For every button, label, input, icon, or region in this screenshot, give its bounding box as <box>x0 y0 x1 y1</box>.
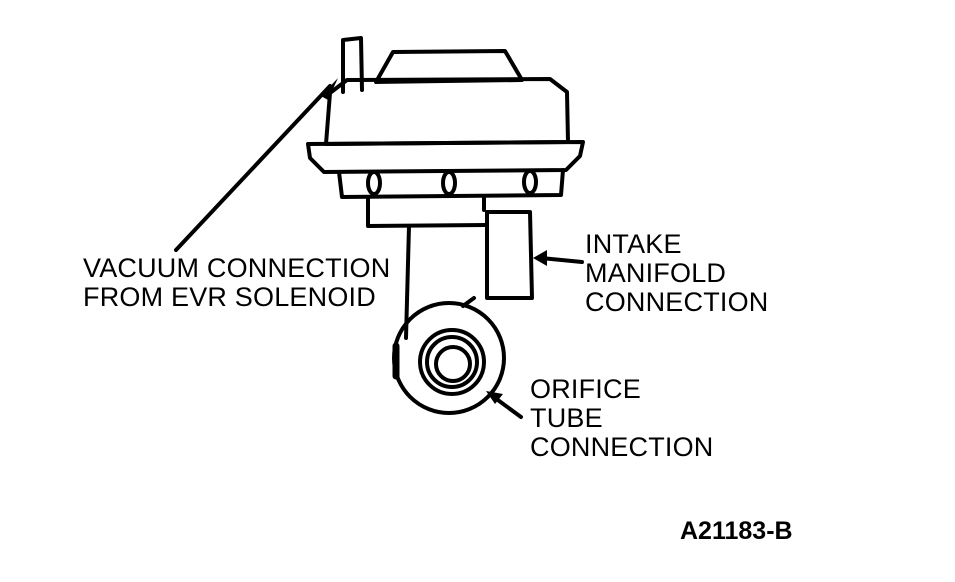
orifice-housing <box>392 301 506 415</box>
intake-port-block <box>485 210 534 300</box>
actuator-flange <box>306 140 585 174</box>
orifice-label-line-1: ORIFICE <box>530 374 641 404</box>
intake-label-line-3: CONNECTION <box>585 287 769 317</box>
orifice-ring-inner <box>434 345 472 383</box>
orifice-arrowhead <box>486 391 503 404</box>
intake-leader-line <box>539 256 584 264</box>
vacuum-connection-label: VACUUM CONNECTION FROM EVR SOLENOID <box>83 254 390 312</box>
vacuum-nipple <box>341 36 364 94</box>
orifice-ring-mid <box>425 335 479 389</box>
vacuum-arrowhead <box>321 78 338 100</box>
vacuum-label-line-1: VACUUM CONNECTION <box>83 253 391 283</box>
orifice-ring-outer <box>418 328 486 396</box>
orifice-label-line-3: CONNECTION <box>530 432 714 462</box>
orifice-tube-label: ORIFICE TUBE CONNECTION <box>530 375 714 462</box>
intake-label-line-2: MANIFOLD <box>585 258 727 288</box>
valve-stem <box>404 224 411 340</box>
figure-id: A21183-B <box>680 517 793 545</box>
vent-hole <box>366 170 382 196</box>
vent-hole <box>441 170 457 196</box>
vacuum-label-line-2: FROM EVR SOLENOID <box>83 282 376 312</box>
intake-manifold-label: INTAKE MANIFOLD CONNECTION <box>585 230 769 317</box>
vacuum-leader-line <box>174 84 332 252</box>
intake-arrowhead <box>533 250 547 266</box>
valve-neck <box>366 195 489 228</box>
orifice-label-line-2: TUBE <box>530 403 603 433</box>
actuator-lower-band <box>337 168 565 199</box>
intake-label-line-1: INTAKE <box>585 229 682 259</box>
vent-hole <box>522 169 538 195</box>
